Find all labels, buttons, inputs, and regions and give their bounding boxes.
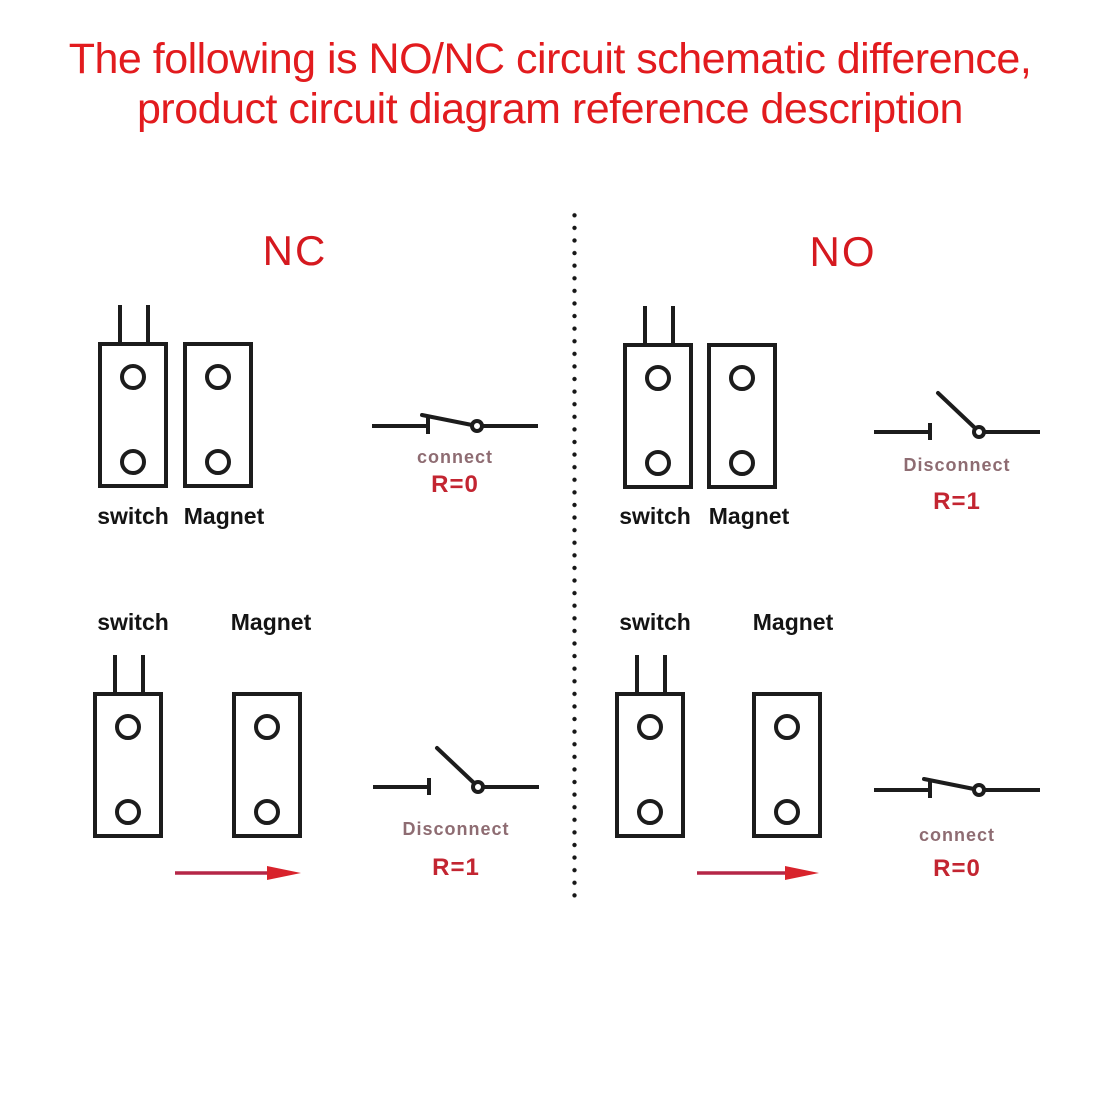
- switch-pin: [118, 305, 122, 346]
- resistance-label: R=0: [933, 855, 981, 882]
- mounting-hole: [729, 365, 755, 391]
- mounting-hole: [774, 799, 800, 825]
- switch-lever: [922, 777, 976, 791]
- resistance-label: R=0: [431, 471, 479, 498]
- no-far-magnet-body: [752, 692, 822, 838]
- contact-pivot: [471, 780, 485, 794]
- contact-pivot: [972, 425, 986, 439]
- switch-pin: [113, 655, 117, 696]
- switch-pin: [671, 306, 675, 347]
- contact-pivot: [972, 783, 986, 797]
- closed-switch-icon: [372, 413, 538, 434]
- switch-pin: [146, 305, 150, 346]
- nc-far-magnet-body: [232, 692, 302, 838]
- switch-pin: [635, 655, 639, 696]
- arrow-head: [785, 866, 819, 880]
- mounting-hole: [729, 450, 755, 476]
- no-near-magnet-body: [707, 343, 777, 489]
- magnet-moving-right-arrow: [697, 866, 819, 880]
- divider-dotted-line: [572, 209, 577, 903]
- nc-section-label: NC: [262, 227, 328, 274]
- nc-near-switch-body: [98, 305, 168, 488]
- resistance-label: R=1: [432, 854, 480, 881]
- mounting-hole: [115, 799, 141, 825]
- switch-label: switch: [97, 609, 169, 635]
- mounting-hole: [774, 714, 800, 740]
- no-far-switch-body: [615, 655, 685, 838]
- mounting-hole: [120, 449, 146, 475]
- switch-label: switch: [97, 503, 169, 529]
- magnet-moving-right-arrow: [175, 866, 301, 880]
- state-label: Disconnect: [903, 455, 1011, 475]
- open-switch-icon: [373, 746, 539, 795]
- magnet-label: Magnet: [183, 503, 265, 529]
- mounting-hole: [637, 799, 663, 825]
- title-line-1: The following is NO/NC circuit schematic…: [68, 35, 1032, 83]
- contact-pivot: [470, 419, 484, 433]
- no-near-switch-body: [623, 306, 693, 489]
- switch-pin: [643, 306, 647, 347]
- mounting-hole: [637, 714, 663, 740]
- mounting-hole: [645, 450, 671, 476]
- state-label: connect: [918, 825, 995, 845]
- closed-switch-icon: [874, 777, 1040, 798]
- arrow-head: [267, 866, 301, 880]
- switch-lever: [936, 391, 977, 430]
- page-title: The following is NO/NC circuit schematic…: [0, 34, 1100, 134]
- title-line-2: product circuit diagram reference descri…: [137, 85, 963, 133]
- mounting-hole: [254, 799, 280, 825]
- mounting-hole: [254, 714, 280, 740]
- mounting-hole: [115, 714, 141, 740]
- switch-pin: [141, 655, 145, 696]
- resistance-label: R=1: [933, 488, 981, 515]
- nc-far-schematic: Disconnect R=1: [371, 745, 541, 882]
- magnet-label: Magnet: [708, 503, 790, 529]
- state-label: connect: [416, 447, 493, 467]
- switch-lever: [435, 746, 476, 785]
- switch-label: switch: [619, 609, 691, 635]
- no-far-schematic: connect R=0: [872, 748, 1042, 883]
- magnet-label: Magnet: [752, 609, 834, 635]
- mounting-hole: [645, 365, 671, 391]
- nc-near-magnet-body: [183, 342, 253, 488]
- mounting-hole: [205, 449, 231, 475]
- state-label: Disconnect: [402, 819, 510, 839]
- nc-near-schematic: connect R=0: [370, 384, 540, 499]
- magnet-label: Magnet: [230, 609, 312, 635]
- nc-far-switch-body: [93, 655, 163, 838]
- no-section-label: NO: [809, 228, 877, 275]
- no-near-schematic: Disconnect R=1: [872, 390, 1042, 516]
- switch-label: switch: [619, 503, 691, 529]
- mounting-hole: [120, 364, 146, 390]
- mounting-hole: [205, 364, 231, 390]
- open-switch-icon: [874, 391, 1040, 440]
- switch-lever: [420, 413, 474, 427]
- switch-pin: [663, 655, 667, 696]
